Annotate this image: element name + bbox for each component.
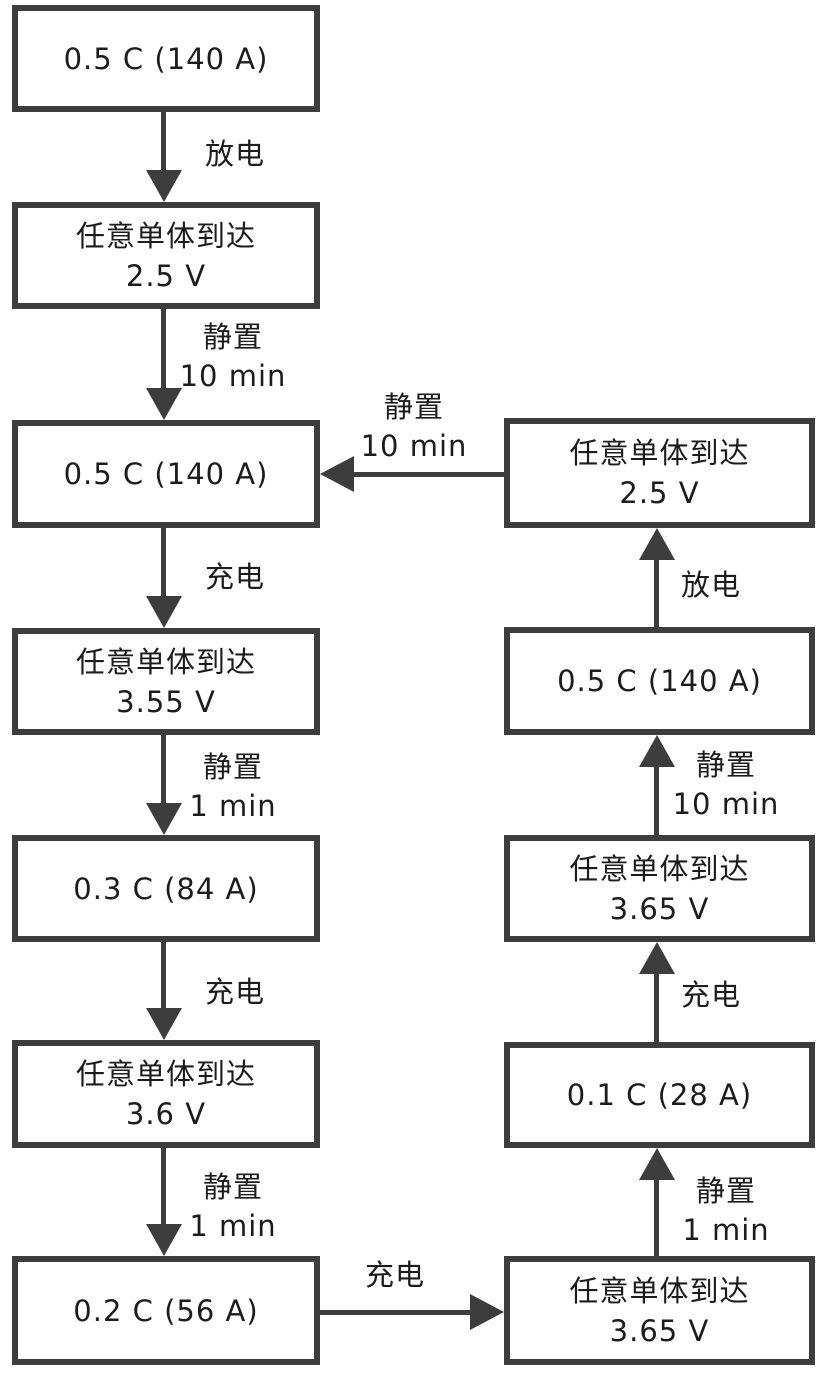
arrow-line [352, 472, 504, 477]
flow-node-label: 0.1 C (28 A) [566, 1078, 753, 1112]
flow-node-label: 任意单体到达 2.5 V [75, 218, 256, 293]
edge-label-rest-10min: 静置 10 min [360, 390, 468, 463]
arrowhead-up-icon [639, 528, 675, 560]
arrowhead-down-icon [146, 1008, 182, 1040]
arrowhead-down-icon [146, 170, 182, 202]
flow-node-charge-0-5c-left: 0.5 C (140 A) [12, 420, 320, 528]
edge-label-rest-1min: 静置 1 min [189, 750, 277, 823]
arrow-line [654, 558, 659, 627]
flow-node-charge-0-1c: 0.1 C (28 A) [504, 1042, 815, 1148]
flow-node-label: 任意单体到达 3.6 V [75, 1057, 256, 1131]
arrow-line [161, 309, 166, 390]
arrow-line [161, 1148, 166, 1226]
flow-node-any-cell-3-65v-mid: 任意单体到达 3.65 V [504, 835, 815, 942]
flow-node-label: 0.2 C (56 A) [73, 1293, 259, 1328]
flow-node-charge-0-3c: 0.3 C (84 A) [12, 835, 320, 942]
flow-node-label: 0.5 C (140 A) [63, 41, 269, 76]
arrowhead-down-icon [146, 1224, 182, 1256]
arrowhead-up-icon [639, 735, 675, 767]
edge-label-charge: 充电 [204, 560, 265, 594]
edge-label-charge: 充电 [680, 978, 741, 1012]
flow-node-discharge-0-5c-top: 0.5 C (140 A) [12, 5, 320, 112]
edge-label-rest-1min: 静置 1 min [189, 1170, 277, 1243]
arrowhead-down-icon [146, 596, 182, 628]
arrow-line [654, 1178, 659, 1256]
flow-node-label: 任意单体到达 3.65 V [569, 1273, 750, 1348]
arrow-line [161, 735, 166, 805]
flow-node-discharge-0-5c-right: 0.5 C (140 A) [504, 627, 815, 735]
arrowhead-left-icon [320, 456, 354, 492]
flow-node-charge-0-2c: 0.2 C (56 A) [12, 1256, 320, 1365]
arrow-line [161, 528, 166, 598]
arrowhead-right-icon [470, 1294, 504, 1330]
edge-label-rest-10min: 静置 10 min [179, 320, 287, 393]
arrow-line [161, 112, 166, 172]
arrowhead-down-icon [146, 803, 182, 835]
arrow-line [320, 1310, 472, 1315]
flow-node-any-cell-3-55v: 任意单体到达 3.55 V [12, 628, 320, 735]
edge-label-discharge: 放电 [204, 137, 265, 171]
flow-node-any-cell-2-5v-left: 任意单体到达 2.5 V [12, 202, 320, 309]
arrowhead-up-icon [639, 1148, 675, 1180]
flow-node-label: 0.5 C (140 A) [63, 457, 269, 491]
flow-node-label: 任意单体到达 3.65 V [569, 851, 750, 926]
flow-node-any-cell-2-5v-right: 任意单体到达 2.5 V [504, 418, 815, 528]
flow-node-any-cell-3-6v: 任意单体到达 3.6 V [12, 1040, 320, 1148]
arrow-line [161, 942, 166, 1010]
flow-node-label: 任意单体到达 2.5 V [569, 436, 750, 510]
edge-label-rest-10min: 静置 10 min [672, 748, 780, 821]
flow-node-any-cell-3-65v-bottom: 任意单体到达 3.65 V [504, 1256, 815, 1365]
edge-label-charge: 充电 [204, 975, 265, 1009]
flow-node-label: 0.5 C (140 A) [557, 664, 762, 698]
flow-node-label: 任意单体到达 3.55 V [75, 644, 256, 719]
edge-label-rest-1min: 静置 1 min [682, 1174, 770, 1247]
arrowhead-down-icon [146, 388, 182, 420]
arrow-line [654, 765, 659, 835]
edge-label-charge: 充电 [364, 1258, 425, 1292]
arrow-line [654, 972, 659, 1042]
edge-label-discharge: 放电 [680, 568, 741, 602]
flow-node-label: 0.3 C (84 A) [73, 871, 259, 906]
arrowhead-up-icon [639, 942, 675, 974]
